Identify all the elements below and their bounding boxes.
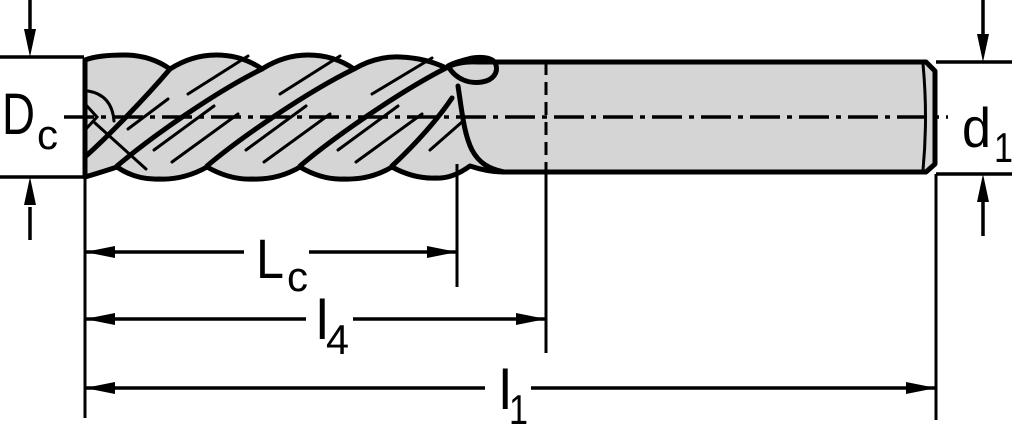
label-dc-sub: c <box>37 111 58 158</box>
flute-runout-curl <box>445 54 499 85</box>
tip-edge-line <box>93 121 148 171</box>
label-lc-main: L <box>256 227 284 290</box>
label-d1-sub: 1 <box>994 124 1013 171</box>
dimension-lc: L c <box>85 227 457 300</box>
dimension-dc: D c <box>0 0 84 240</box>
label-d1-main: d <box>962 96 991 159</box>
tip-notch <box>84 103 100 131</box>
dimension-d1: d 1 <box>936 0 1013 236</box>
flute-runout-edge <box>455 83 507 175</box>
dimension-l1: l 1 <box>85 358 936 433</box>
label-dc-main: D <box>2 82 35 147</box>
dimension-l4: l 4 <box>85 288 546 363</box>
extension-lines <box>83 164 938 420</box>
flute-face-lines <box>126 54 464 164</box>
label-l1-main: l <box>499 358 511 421</box>
label-l4-sub: 4 <box>326 316 349 363</box>
label-l4-main: l <box>316 288 328 351</box>
label-l1-sub: 1 <box>509 386 528 433</box>
label-lc-sub: c <box>287 253 308 300</box>
